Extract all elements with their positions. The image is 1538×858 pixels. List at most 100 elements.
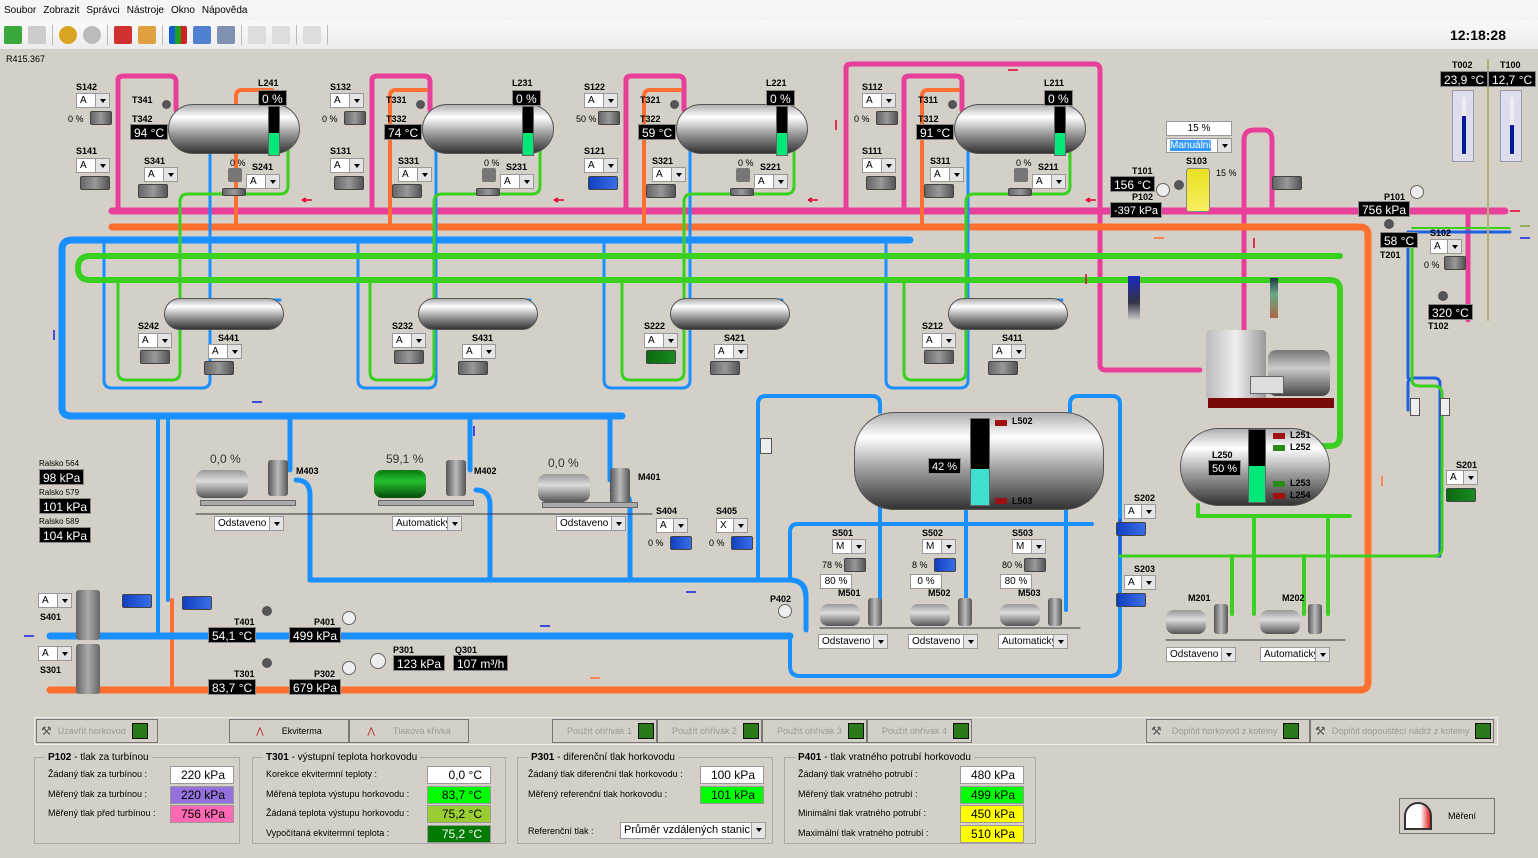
pump-mode-select-m501[interactable]: Odstaveno (818, 634, 888, 649)
setpoint-s501[interactable]: 80 % (820, 574, 852, 589)
s411-mode-select[interactable]: A (992, 344, 1026, 359)
valve-s222[interactable] (646, 350, 676, 364)
s301-mode-select[interactable]: A (38, 646, 72, 661)
valve-s331[interactable] (392, 184, 422, 198)
valve-s211[interactable] (1008, 188, 1032, 196)
valve-s221[interactable] (730, 188, 754, 196)
s212-mode-select[interactable]: A (922, 333, 956, 348)
back-icon[interactable] (4, 25, 22, 44)
panel-row-value[interactable]: 101 kPa (700, 785, 764, 804)
valve-s321[interactable] (646, 184, 676, 198)
menu-zobrazit[interactable]: Zobrazit (43, 4, 80, 16)
valve-s421[interactable] (710, 361, 740, 375)
control-valve-s401-icon[interactable] (76, 590, 100, 640)
valve-s232[interactable] (394, 350, 424, 364)
s201-mode-select[interactable]: A (1446, 470, 1478, 485)
panel-row-value[interactable]: 75,2 °C (427, 824, 491, 843)
s131-mode-select[interactable]: A (330, 158, 364, 173)
panel-row-value[interactable]: 83,7 °C (427, 785, 491, 804)
forward-icon[interactable] (28, 25, 46, 44)
valve-s112[interactable] (876, 111, 898, 125)
s103-mode-select[interactable]: Manuální (1166, 138, 1232, 153)
valve-s141[interactable] (80, 176, 110, 190)
valve-s212[interactable] (924, 350, 954, 364)
valve-s231[interactable] (476, 188, 500, 196)
panel-row-value[interactable]: 480 kPa (960, 766, 1024, 784)
panel-row-value[interactable]: 220 kPa (170, 766, 234, 784)
s501-mode-select[interactable]: M (832, 539, 866, 554)
s421-mode-select[interactable]: A (714, 344, 748, 359)
panel-row-value[interactable]: 510 kPa (960, 824, 1024, 843)
heater4-button[interactable]: Použít ohřívák 4 (867, 719, 972, 743)
folder-alarm-icon[interactable] (138, 25, 156, 44)
pressure-curve-button[interactable]: ⋀Tlaková křivka (349, 719, 469, 743)
panel-row-value[interactable]: 499 kPa (960, 785, 1024, 804)
s142-mode-select[interactable]: A (76, 93, 110, 108)
measure-button[interactable]: Měření (1399, 798, 1495, 834)
edit2-icon[interactable] (272, 25, 290, 44)
panel-row-value[interactable]: 100 kPa (700, 766, 764, 784)
pump-mode-select-m402[interactable]: Automatický (392, 516, 462, 531)
heater3-button[interactable]: Použít ohřívák 3 (762, 719, 867, 743)
pump-mode-select-m503[interactable]: Automatický (998, 634, 1068, 649)
valve-s501[interactable] (844, 558, 866, 572)
s242-mode-select[interactable]: A (138, 333, 172, 348)
s111-mode-select[interactable]: A (862, 158, 896, 173)
panel-row-value[interactable]: 450 kPa (960, 805, 1024, 823)
pump-mode-select-m403[interactable]: Odstaveno (214, 516, 284, 531)
s122-mode-select[interactable]: A (584, 93, 618, 108)
menu-nastroje[interactable]: Nástroje (126, 4, 164, 16)
refill-hot-button[interactable]: ⚒Doplňit horkovod z kotelny (1146, 719, 1310, 743)
valve-s502[interactable] (934, 558, 956, 572)
edit-icon[interactable] (248, 25, 266, 44)
valve-s405[interactable] (731, 536, 753, 550)
valve-s142[interactable] (90, 111, 112, 125)
pump-motor-m201[interactable] (1166, 610, 1206, 634)
control-valve-s301-icon[interactable] (76, 644, 100, 694)
table-icon[interactable] (193, 25, 211, 44)
user-remove-icon[interactable] (83, 25, 101, 44)
panel-row-value[interactable]: 75,2 °C (427, 805, 491, 823)
menu-soubor[interactable]: Soubor (4, 4, 37, 16)
p301-ref-select[interactable]: Průměr vzdálených stanic (620, 822, 766, 839)
refill-tank-button[interactable]: ⚒Doplňit dopouštěcí nádrž z kotelny (1310, 719, 1494, 743)
s222-mode-select[interactable]: A (644, 333, 678, 348)
s121-mode-select[interactable]: A (584, 158, 618, 173)
s102-mode-select[interactable]: A (1430, 239, 1462, 254)
pump-mode-select-m201[interactable]: Odstaveno (1166, 647, 1236, 662)
pump-motor-m502[interactable] (910, 604, 950, 626)
pump-motor-m503[interactable] (1000, 604, 1040, 626)
s331-mode-select[interactable]: A (398, 167, 432, 182)
panel-row-value[interactable]: 220 kPa (170, 785, 234, 804)
pump-mode-select-m502[interactable]: Odstaveno (908, 634, 978, 649)
valve-s241[interactable] (222, 188, 246, 196)
valve-s111[interactable] (866, 176, 896, 190)
s311-mode-select[interactable]: A (930, 167, 964, 182)
valve-s242[interactable] (140, 350, 170, 364)
valve-s404[interactable] (670, 536, 692, 550)
pump-motor-m202[interactable] (1260, 610, 1300, 634)
valve-s203[interactable] (1116, 593, 1146, 607)
s405-mode-select[interactable]: X (716, 518, 748, 533)
close-hot-button[interactable]: ⚒Uzavřít horkovod (36, 719, 158, 743)
valve-left-2[interactable] (182, 596, 212, 610)
turbine-valve-icon[interactable] (1128, 276, 1140, 320)
valve-s132[interactable] (344, 111, 366, 125)
s441-mode-select[interactable]: A (208, 344, 242, 359)
s232-mode-select[interactable]: A (392, 333, 426, 348)
s211-mode-select[interactable]: A (1032, 174, 1066, 189)
s203-mode-select[interactable]: A (1124, 575, 1156, 590)
setpoint-s503[interactable]: 80 % (1000, 574, 1032, 589)
s241-mode-select[interactable]: A (246, 174, 280, 189)
s103-setpoint[interactable]: 15 % (1166, 121, 1232, 136)
valve-s102[interactable] (1444, 256, 1466, 270)
valve-s202[interactable] (1116, 522, 1146, 536)
valve-s411[interactable] (988, 361, 1018, 375)
stamp-icon[interactable] (303, 25, 321, 44)
valve-s131[interactable] (334, 176, 364, 190)
pump-motor-m401[interactable] (538, 474, 590, 502)
menu-spravci[interactable]: Správci (86, 4, 120, 16)
s231-mode-select[interactable]: A (500, 174, 534, 189)
valve-s431[interactable] (458, 361, 488, 375)
ekviterma-button[interactable]: ⋀Ekviterma (229, 719, 349, 743)
